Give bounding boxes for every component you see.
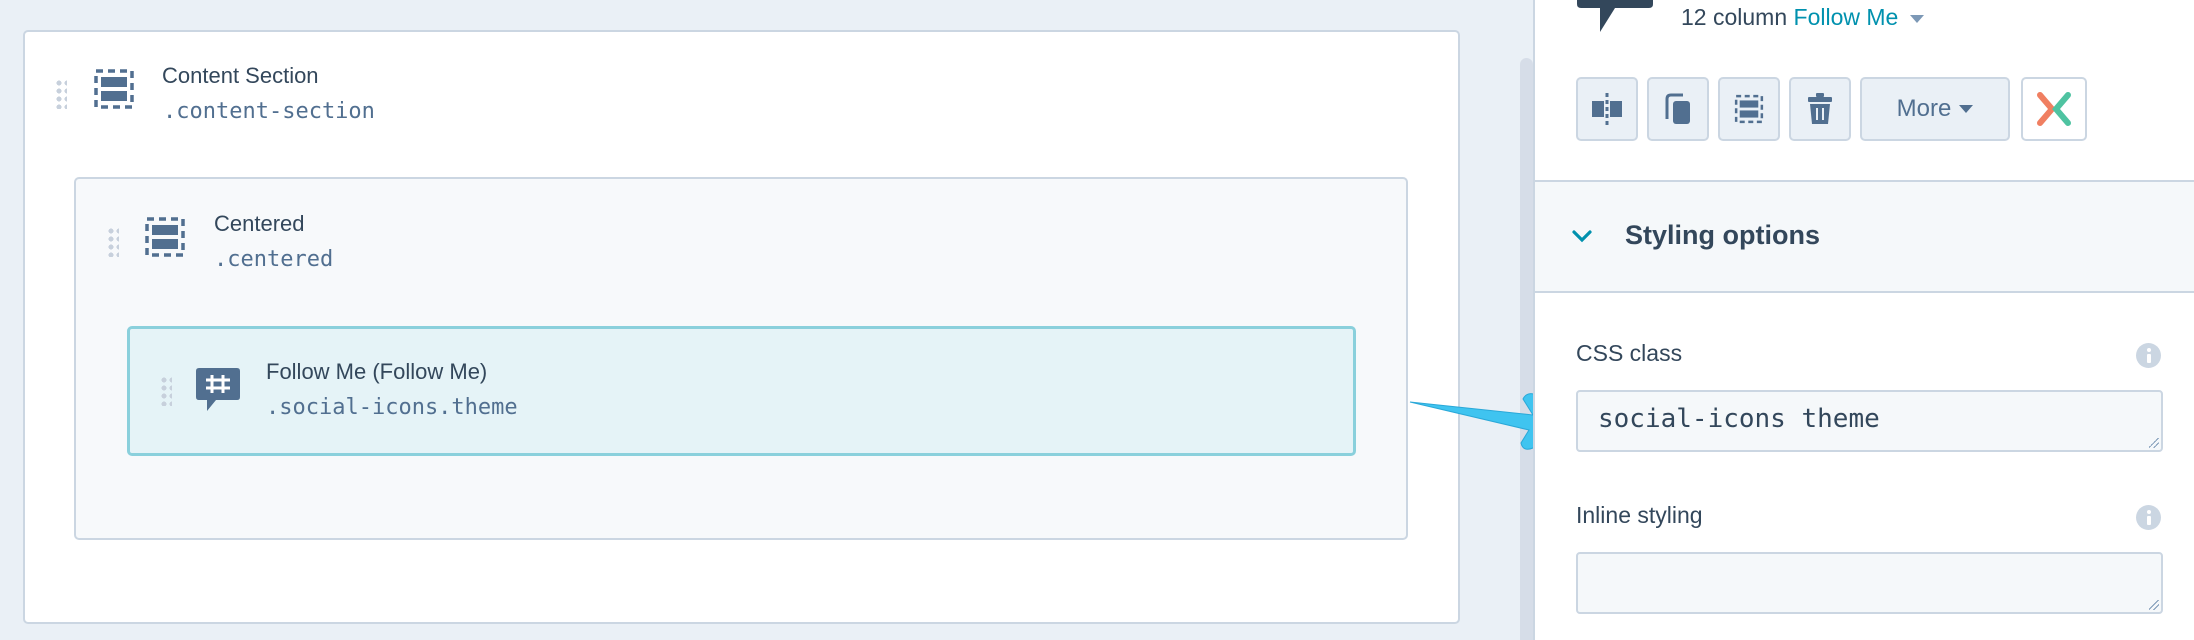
section-icon <box>94 69 134 109</box>
more-dropdown-button[interactable]: More <box>1860 77 2010 141</box>
node-title: Centered <box>214 211 305 236</box>
trash-icon <box>1808 93 1832 124</box>
chevron-down-icon <box>1572 230 1592 243</box>
inline-styling-textarea[interactable] <box>1576 552 2163 614</box>
section-icon <box>145 217 185 257</box>
drag-handle-icon[interactable] <box>160 376 172 406</box>
clone-button[interactable] <box>1647 77 1709 141</box>
drag-handle-icon[interactable] <box>107 227 119 257</box>
layout-canvas: Content Section .content-section Centere… <box>23 30 1533 640</box>
styling-options-header[interactable]: Styling options <box>1535 180 2194 293</box>
resize-handle-icon[interactable] <box>2149 438 2159 448</box>
section-icon <box>1734 94 1764 124</box>
info-icon[interactable] <box>2136 505 2161 530</box>
column-width-label: 12 column <box>1681 4 1788 30</box>
canvas-scrollbar[interactable] <box>1520 58 1533 640</box>
more-label: More <box>1896 95 1952 122</box>
hashtag-chat-icon <box>1577 0 1653 32</box>
css-class-label: CSS class <box>1576 340 1683 366</box>
node-title: Follow Me (Follow Me) <box>266 359 488 384</box>
split-column-button[interactable] <box>1576 77 1638 141</box>
close-x-icon <box>2037 92 2071 126</box>
css-class-textarea[interactable]: social-icons theme <box>1576 390 2163 452</box>
css-class-value: social-icons theme <box>1598 404 1880 434</box>
hashtag-chat-icon <box>196 368 240 411</box>
clone-icon <box>1665 93 1690 124</box>
module-name-link[interactable]: Follow Me <box>1793 4 1899 30</box>
module-breadcrumb: 12 column Follow Me <box>1681 4 1925 31</box>
caret-down-icon <box>1959 105 1974 113</box>
caret-down-icon[interactable] <box>1910 14 1925 23</box>
node-css-class: .social-icons.theme <box>266 395 518 420</box>
node-css-class: .centered <box>214 247 334 272</box>
info-icon[interactable] <box>2136 343 2161 368</box>
node-css-class: .content-section <box>163 99 375 124</box>
delete-button[interactable] <box>1789 77 1851 141</box>
follow-me-module-node[interactable] <box>127 326 1356 456</box>
hubspot-close-button[interactable] <box>2021 77 2087 141</box>
module-toolbar: More <box>1576 77 2087 141</box>
styling-options-title: Styling options <box>1625 220 1820 250</box>
inspector-panel: 12 column Follow Me <box>1533 0 2194 640</box>
split-icon <box>1592 93 1622 125</box>
node-title: Content Section <box>162 63 319 88</box>
resize-handle-icon[interactable] <box>2149 600 2159 610</box>
wrap-section-button[interactable] <box>1718 77 1780 141</box>
drag-handle-icon[interactable] <box>55 79 67 109</box>
inline-styling-label: Inline styling <box>1576 502 1703 528</box>
